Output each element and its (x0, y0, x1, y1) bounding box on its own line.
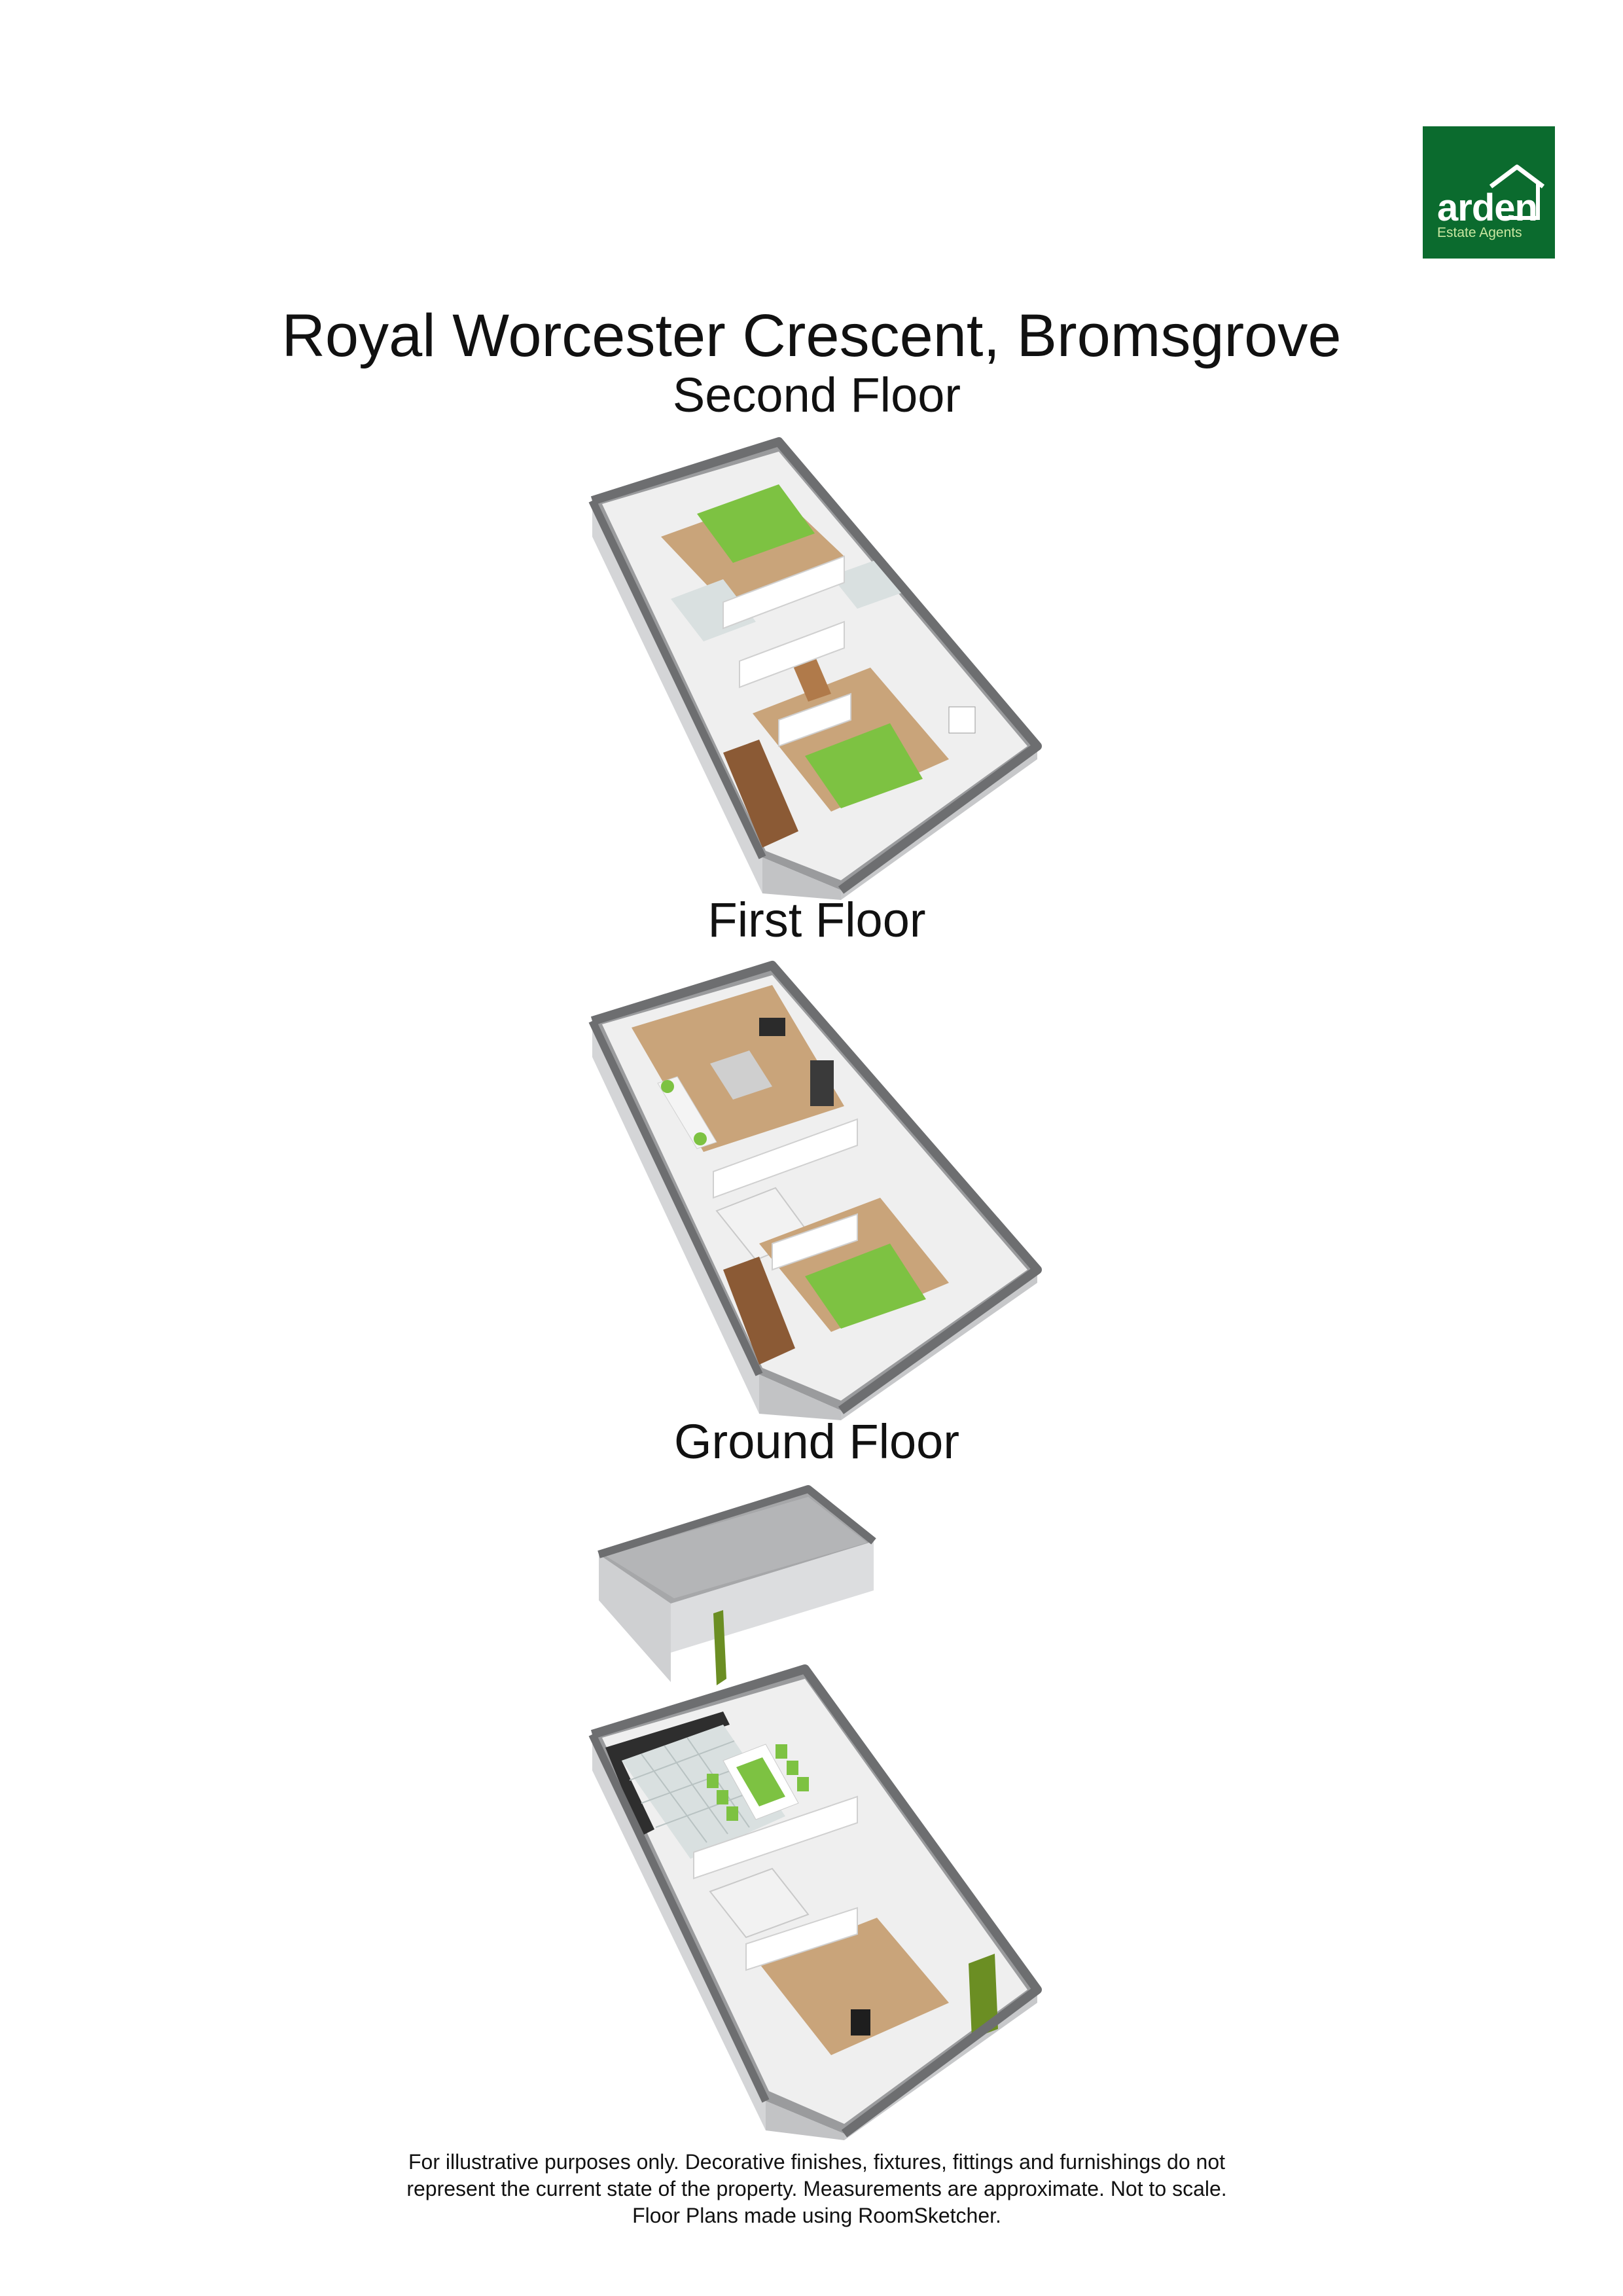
garage-plan (597, 1485, 876, 1685)
agency-logo: arden Estate Agents (1423, 126, 1555, 259)
floor-label-second: Second Floor (672, 368, 961, 422)
second-floor-plan (588, 437, 1042, 900)
disclaimer: For illustrative purposes only. Decorati… (0, 2149, 1623, 2229)
disclaimer-line: Floor Plans made using RoomSketcher. (632, 2204, 1001, 2227)
logo-brand-text: arden (1437, 187, 1538, 229)
floor-label-first: First Floor (707, 893, 926, 947)
disclaimer-line: For illustrative purposes only. Decorati… (408, 2150, 1225, 2174)
logo-tagline: Estate Agents (1437, 225, 1522, 240)
ground-floor-plan (588, 1664, 1042, 2140)
floor-label-ground: Ground Floor (674, 1414, 959, 1469)
disclaimer-line: represent the current state of the prope… (406, 2177, 1227, 2200)
first-floor-plan (588, 961, 1042, 1420)
house-icon (1489, 164, 1545, 220)
page-title: Royal Worcester Crescent, Bromsgrove (281, 302, 1342, 369)
